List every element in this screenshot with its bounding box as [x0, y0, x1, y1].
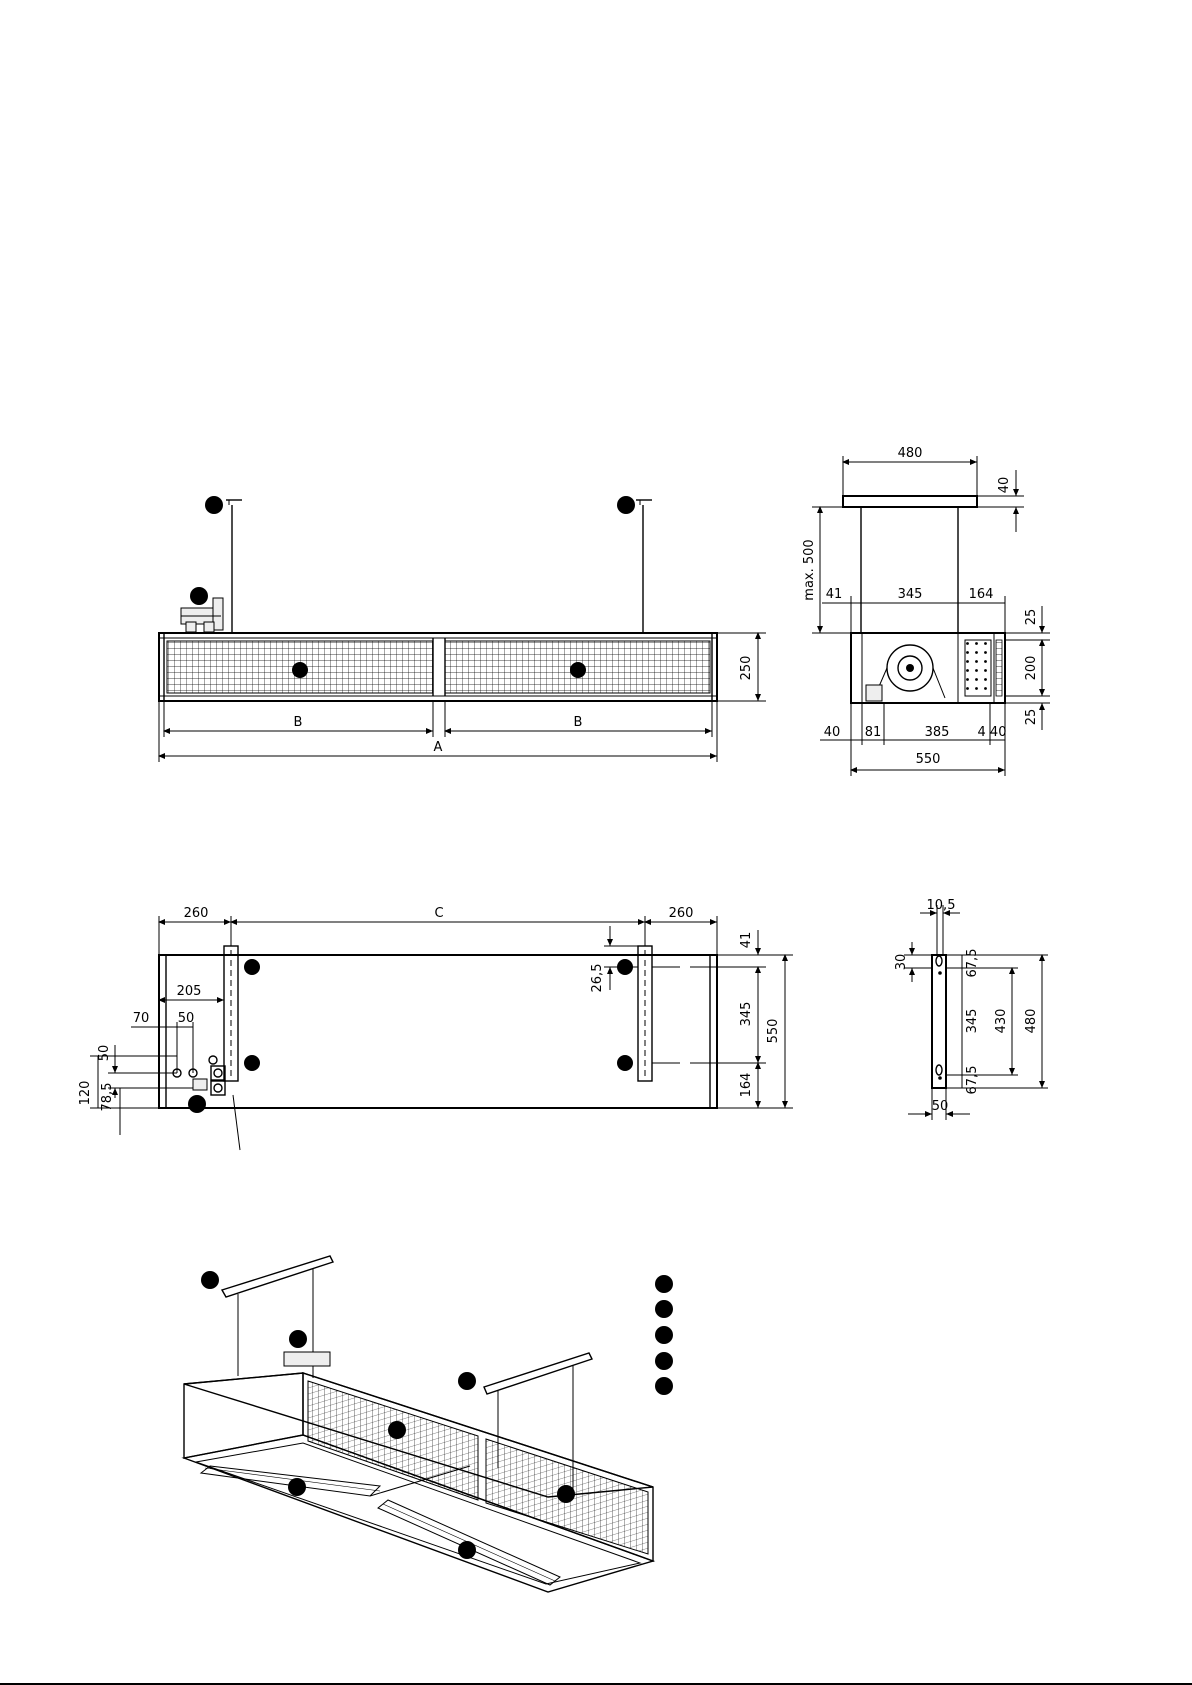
heat-exchanger	[965, 640, 991, 696]
dim-25-top: 25	[1024, 609, 1039, 626]
front-view: B B A 250	[159, 496, 766, 762]
callout-marker	[557, 1485, 575, 1503]
dim-41-top: 41	[739, 932, 754, 949]
callout-marker	[617, 496, 635, 514]
mounting-rail-left	[222, 1256, 333, 1297]
dim-40-top: 40	[997, 477, 1012, 494]
dim-67-5-top: 67,5	[965, 949, 980, 978]
legend-marker	[655, 1377, 673, 1395]
callout-marker	[244, 959, 260, 975]
mounting-rail-right	[484, 1353, 592, 1394]
bracket-profile	[932, 955, 946, 1088]
dim-385: 385	[925, 725, 950, 740]
callout-marker	[388, 1421, 406, 1439]
dim-41: 41	[826, 587, 843, 602]
dim-50-horizontal: 50	[178, 1011, 195, 1026]
dim-260-left: 260	[184, 906, 209, 921]
dim-67-5-bottom: 67,5	[965, 1066, 980, 1095]
dim-205: 205	[177, 984, 202, 999]
dim-260-right: 260	[669, 906, 694, 921]
dim-430: 430	[994, 1009, 1009, 1034]
dim-40-bottom: 40	[824, 725, 841, 740]
top-view: 260 C 260 26,5 41 345 550 164 205 70 50	[78, 906, 793, 1150]
callout-marker	[205, 496, 223, 514]
dim-480-bracket: 480	[1024, 1009, 1039, 1034]
callout-marker	[190, 587, 208, 605]
dim-164-top: 164	[739, 1073, 754, 1098]
dim-10-5: 10,5	[927, 898, 956, 913]
callout-marker	[201, 1271, 219, 1289]
top-outline	[159, 955, 717, 1108]
dim-345: 345	[898, 587, 923, 602]
dim-b-right: B	[574, 715, 583, 730]
dim-200: 200	[1024, 656, 1039, 681]
side-view: 480 40 max. 500 41 345 164 25 200 25	[802, 446, 1050, 776]
callout-marker	[458, 1541, 476, 1559]
pipe-connections	[173, 1056, 240, 1150]
dim-50-bracket: 50	[932, 1099, 949, 1114]
dim-70: 70	[133, 1011, 150, 1026]
callout-marker	[289, 1330, 307, 1348]
dim-26-5: 26,5	[590, 964, 605, 993]
legend-marker	[655, 1352, 673, 1370]
dim-550-top: 550	[766, 1019, 781, 1044]
legend-marker	[655, 1326, 673, 1344]
dim-50-vertical: 50	[97, 1045, 112, 1062]
callout-marker	[292, 662, 308, 678]
callout-marker	[288, 1478, 306, 1496]
dim-164: 164	[969, 587, 994, 602]
dim-25-bottom: 25	[1024, 709, 1039, 726]
dim-b-left: B	[294, 715, 303, 730]
legend	[655, 1275, 673, 1395]
dim-345-bracket: 345	[965, 1009, 980, 1034]
dim-c: C	[434, 906, 443, 921]
bracket-detail: 10,5 30 67,5 345 430 480 67,5 50	[894, 898, 1048, 1120]
dim-81: 81	[865, 725, 882, 740]
callout-marker	[244, 1055, 260, 1071]
callout-marker	[188, 1095, 206, 1113]
dim-120: 120	[78, 1081, 93, 1106]
dim-550: 550	[916, 752, 941, 767]
legend-marker	[655, 1275, 673, 1293]
dim-max-500: max. 500	[802, 539, 817, 600]
dim-a: A	[434, 740, 443, 755]
iso-grille-left	[308, 1381, 478, 1500]
callout-marker	[617, 1055, 633, 1071]
dim-345-top: 345	[739, 1002, 754, 1027]
dim-4-40: 4 40	[978, 725, 1007, 740]
dim-480: 480	[898, 446, 923, 461]
isometric-view	[184, 1256, 653, 1592]
mounting-rail	[843, 496, 977, 507]
dim-height: 250	[739, 656, 754, 681]
dim-78-5: 78,5	[100, 1083, 115, 1112]
dim-30: 30	[894, 954, 909, 971]
callout-marker	[570, 662, 586, 678]
legend-marker	[655, 1300, 673, 1318]
callout-marker	[458, 1372, 476, 1390]
